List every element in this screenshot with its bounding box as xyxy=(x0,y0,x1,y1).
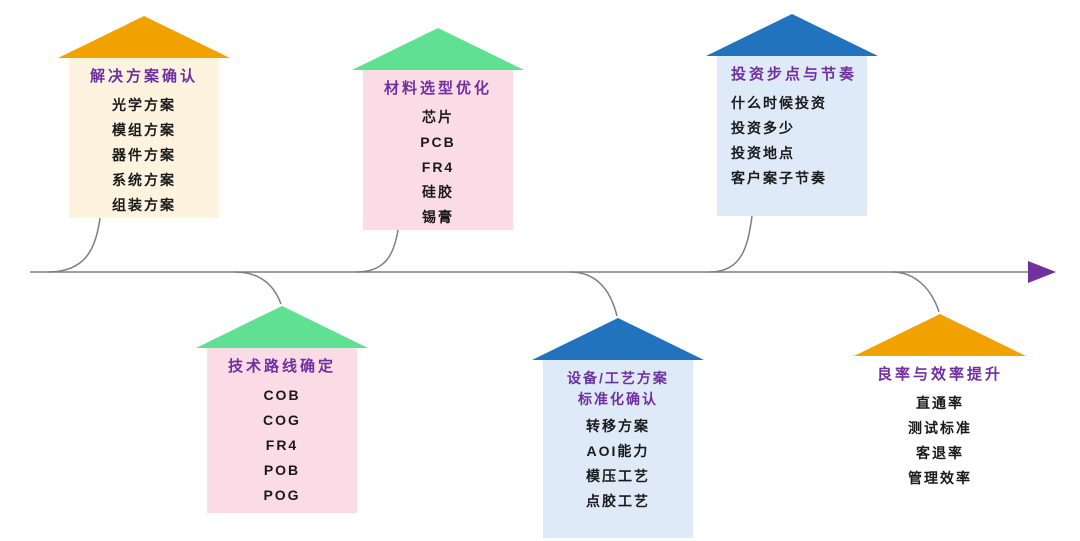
house-body: 材料选型优化 芯片 PCB FR4 硅胶 锡膏 xyxy=(363,70,513,230)
house-body: 良率与效率提升 直通率 测试标准 客退率 管理效率 xyxy=(865,356,1015,508)
house-item: FR4 xyxy=(421,159,455,175)
house-item: 管理效率 xyxy=(908,470,972,486)
house-title: 设备/工艺方案 标准化确认 xyxy=(543,368,693,410)
arrow-head-icon xyxy=(1028,261,1056,283)
house-item: POG xyxy=(263,487,301,503)
house-solution-confirmation: 解决方案确认 光学方案 模组方案 器件方案 系统方案 组装方案 xyxy=(58,16,230,218)
connector-house-6 xyxy=(891,271,940,313)
house-technology-route: 技术路线确定 COB COG FR4 POB POG xyxy=(196,306,368,513)
house-body: 解决方案确认 光学方案 模组方案 器件方案 系统方案 组装方案 xyxy=(69,58,219,218)
house-item: FR4 xyxy=(265,437,299,453)
house-item: 点胶工艺 xyxy=(586,493,650,509)
house-item: COG xyxy=(263,412,301,428)
house-item: 直通率 xyxy=(916,395,964,411)
house-item: 什么时候投资 xyxy=(731,95,827,111)
roof-triangle-icon xyxy=(706,14,878,56)
house-body: 投资步点与节奏 什么时候投资 投资多少 投资地点 客户案子节奏 xyxy=(717,56,867,216)
house-item: PCB xyxy=(420,134,456,150)
house-item: 系统方案 xyxy=(112,172,176,188)
connector-house-1 xyxy=(47,217,101,273)
connector-house-5 xyxy=(569,271,618,317)
roof-triangle-icon xyxy=(854,314,1026,356)
house-investment-pace: 投资步点与节奏 什么时候投资 投资多少 投资地点 客户案子节奏 xyxy=(706,14,878,216)
house-item: 客退率 xyxy=(916,445,964,461)
house-yield-efficiency: 良率与效率提升 直通率 测试标准 客退率 管理效率 xyxy=(854,314,1026,508)
house-title-line2: 标准化确认 xyxy=(578,391,658,407)
house-item: 锡膏 xyxy=(422,209,454,225)
roof-triangle-icon xyxy=(58,16,230,58)
roof-triangle-icon xyxy=(196,306,368,348)
house-title: 材料选型优化 xyxy=(383,80,492,97)
house-item: COB xyxy=(263,387,301,403)
house-item: 投资地点 xyxy=(731,145,795,161)
house-item: AOI能力 xyxy=(586,443,650,459)
house-title-line1: 设备/工艺方案 xyxy=(567,370,669,386)
connector-house-3 xyxy=(709,215,753,273)
house-item: 硅胶 xyxy=(422,184,454,200)
house-item: POB xyxy=(263,462,301,478)
house-item: 光学方案 xyxy=(112,97,176,113)
house-item: 投资多少 xyxy=(731,120,795,136)
connector-house-2 xyxy=(355,229,399,273)
house-item: 组装方案 xyxy=(112,197,176,213)
house-item: 测试标准 xyxy=(908,420,972,436)
connector-house-4 xyxy=(234,271,282,305)
house-body: 技术路线确定 COB COG FR4 POB POG xyxy=(207,348,357,513)
house-material-selection: 材料选型优化 芯片 PCB FR4 硅胶 锡膏 xyxy=(352,28,524,230)
roof-triangle-icon xyxy=(532,318,704,360)
roof-triangle-icon xyxy=(352,28,524,70)
house-item: 客户案子节奏 xyxy=(731,170,827,186)
house-body: 设备/工艺方案 标准化确认 转移方案 AOI能力 模压工艺 点胶工艺 xyxy=(543,360,693,538)
house-title: 解决方案确认 xyxy=(89,68,198,85)
house-item: 模压工艺 xyxy=(586,468,650,484)
house-item: 转移方案 xyxy=(586,418,650,434)
house-item: 模组方案 xyxy=(112,122,176,138)
house-title: 良率与效率提升 xyxy=(876,366,1003,383)
house-equipment-process-standardization: 设备/工艺方案 标准化确认 转移方案 AOI能力 模压工艺 点胶工艺 xyxy=(532,318,704,538)
house-item: 芯片 xyxy=(422,109,454,125)
house-title: 投资步点与节奏 xyxy=(731,66,858,83)
house-title: 技术路线确定 xyxy=(227,358,336,375)
house-item: 器件方案 xyxy=(112,147,176,163)
